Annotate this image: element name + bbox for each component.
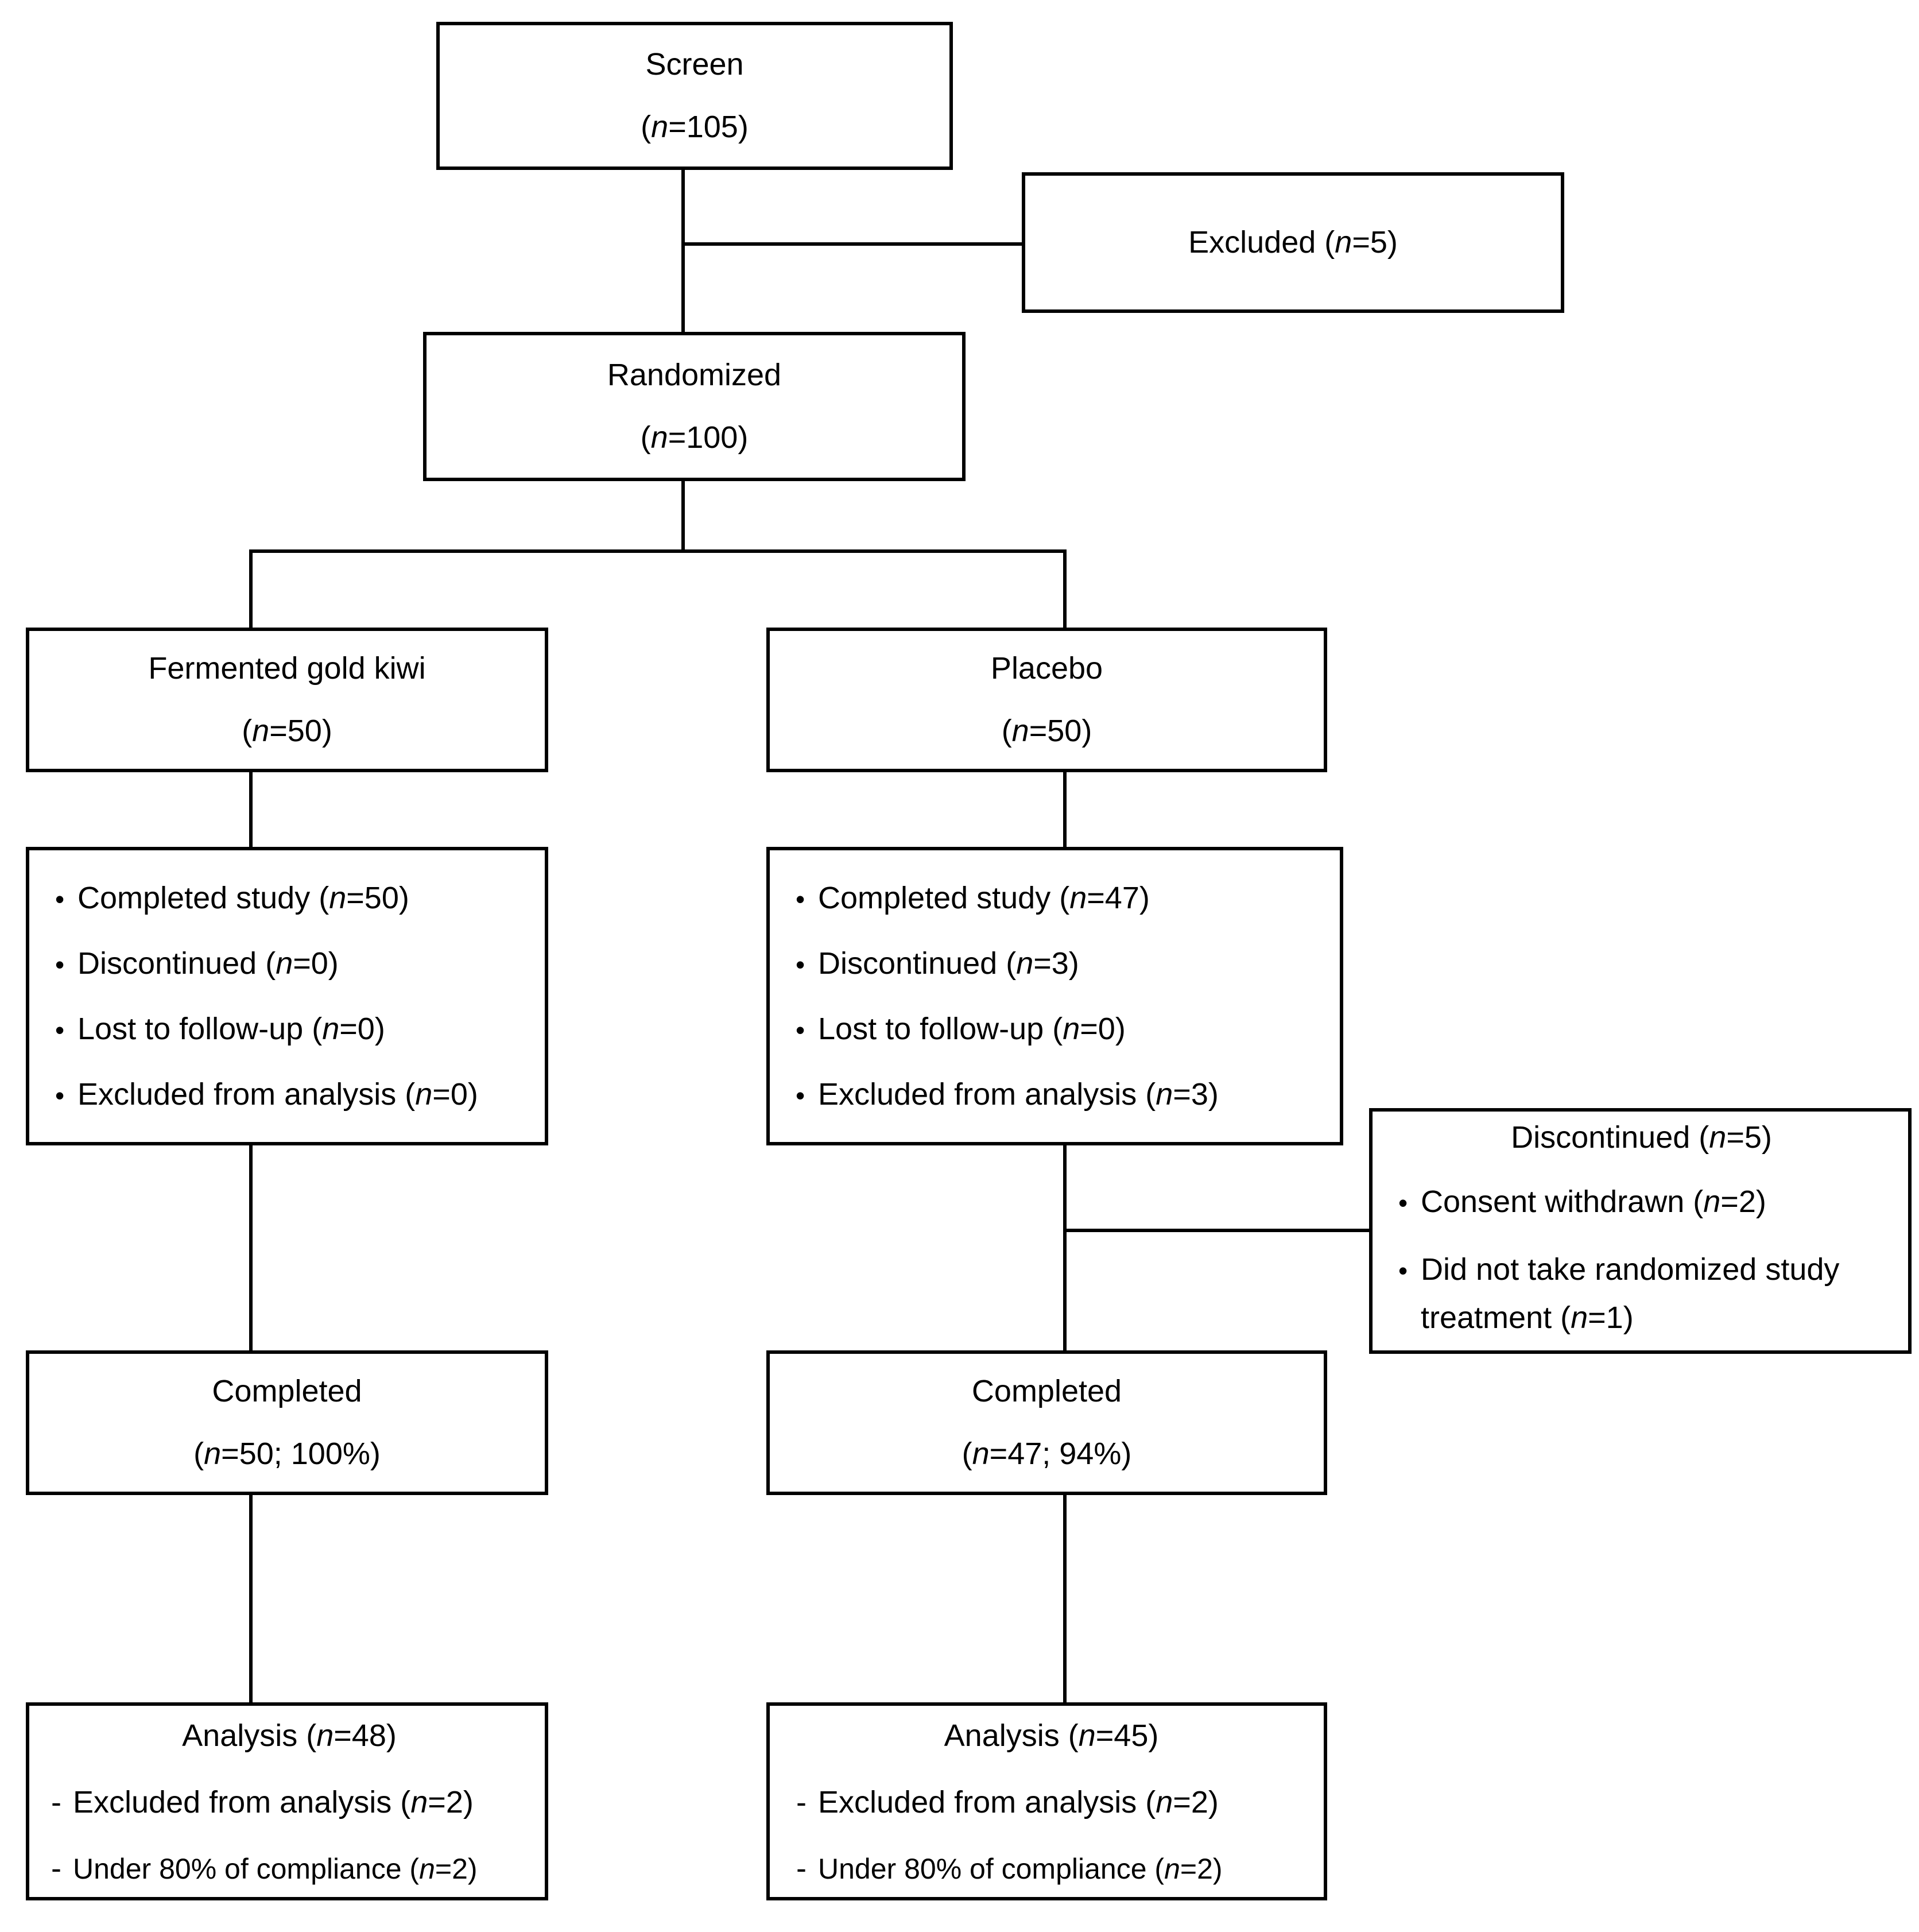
list-item-label: Excluded from analysis (n=0) [77,1077,478,1112]
list-item: • Completed study (n=50) [42,880,545,916]
list-item: • Excluded from analysis (n=3) [782,1077,1340,1112]
excluded-label: Excluded (n=5) [1188,225,1398,260]
bullet-icon: • [795,1081,805,1110]
arm-treatment-count: (n=50) [242,714,332,748]
discontinued-detail-list: • Consent withdrawn (n=2) • Did not take… [1385,1184,1898,1342]
randomized-title: Randomized [607,358,782,393]
connector-screen-to-randomized [681,170,685,333]
randomized-count: (n=100) [640,420,749,455]
list-item-label: Excluded from analysis (n=2) [73,1784,474,1819]
screen-count: (n=105) [641,110,749,144]
node-placebo-disposition: • Completed study (n=47) • Discontinued … [766,847,1343,1145]
arm-placebo-count: (n=50) [1001,714,1092,748]
list-item-label: Excluded from analysis (n=2) [818,1784,1219,1819]
list-item: - Under 80% of compliance (n=2) [40,1852,539,1885]
connector-split-to-treatment [249,549,253,629]
list-item: • Lost to follow-up (n=0) [42,1011,545,1047]
connector-treatment-disposition-to-completed [249,1145,253,1350]
list-item-label: Discontinued (n=0) [77,946,339,981]
placebo-completed-title: Completed [971,1374,1122,1409]
node-arm-treatment: Fermented gold kiwi (n=50) [26,628,548,772]
node-randomized: Randomized (n=100) [423,332,966,481]
connector-randomized-trunk [681,481,685,553]
list-item-label: Completed study (n=50) [77,881,409,915]
node-treatment-analysis: Analysis (n=48) - Excluded from analysis… [26,1702,548,1900]
connector-placebo-to-disposition [1063,772,1067,848]
list-item-label: Did not take randomized study treatment … [1421,1252,1840,1335]
discontinued-detail-title: Discontinued (n=5) [1511,1120,1772,1155]
list-item-label: Under 80% of compliance (n=2) [73,1852,478,1885]
connector-randomization-split [249,549,1067,553]
connector-placebo-completed-to-analysis [1063,1495,1067,1705]
list-item: - Excluded from analysis (n=2) [40,1784,539,1820]
list-item-label: Excluded from analysis (n=3) [818,1077,1219,1112]
list-item: • Did not take randomized study treatmen… [1385,1246,1898,1342]
node-placebo-analysis: Analysis (n=45) - Excluded from analysis… [766,1702,1327,1900]
list-item: • Completed study (n=47) [782,880,1340,916]
bullet-icon: • [55,950,65,979]
dash-icon: - [51,1850,61,1885]
list-item-label: Lost to follow-up (n=0) [818,1012,1126,1046]
bullet-icon: • [1398,1256,1408,1286]
list-item: • Excluded from analysis (n=0) [42,1077,545,1112]
bullet-icon: • [795,1015,805,1045]
node-arm-placebo: Placebo (n=50) [766,628,1327,772]
treatment-completed-title: Completed [212,1374,362,1409]
list-item: - Under 80% of compliance (n=2) [785,1852,1318,1885]
treatment-analysis-list: - Excluded from analysis (n=2) - Under 8… [40,1784,539,1885]
dash-icon: - [796,1784,807,1819]
bullet-icon: • [55,884,65,914]
screen-title: Screen [645,47,744,82]
placebo-analysis-title: Analysis (n=45) [944,1718,1159,1753]
node-treatment-disposition: • Completed study (n=50) • Discontinued … [26,847,548,1145]
placebo-analysis-list: - Excluded from analysis (n=2) - Under 8… [785,1784,1318,1885]
bullet-icon: • [795,950,805,979]
connector-treatment-to-disposition [249,772,253,848]
list-item-label: Lost to follow-up (n=0) [77,1012,385,1046]
node-placebo-completed: Completed (n=47; 94%) [766,1350,1327,1495]
connector-placebo-to-discontinued-detail [1063,1229,1372,1232]
bullet-icon: • [55,1081,65,1110]
connector-split-to-placebo [1063,549,1067,629]
arm-treatment-title: Fermented gold kiwi [148,651,426,686]
list-item-label: Discontinued (n=3) [818,946,1079,981]
treatment-analysis-title: Analysis (n=48) [182,1718,397,1753]
list-item: • Consent withdrawn (n=2) [1385,1184,1898,1219]
treatment-completed-count: (n=50; 100%) [193,1437,381,1471]
node-screen: Screen (n=105) [436,22,953,170]
node-discontinued-detail: Discontinued (n=5) • Consent withdrawn (… [1369,1108,1912,1354]
node-excluded: Excluded (n=5) [1022,172,1564,313]
list-item: - Excluded from analysis (n=2) [785,1784,1318,1820]
list-item: • Lost to follow-up (n=0) [782,1011,1340,1047]
list-item-label: Consent withdrawn (n=2) [1421,1184,1766,1219]
list-item-label: Under 80% of compliance (n=2) [818,1852,1223,1885]
list-item: • Discontinued (n=3) [782,946,1340,981]
connector-treatment-completed-to-analysis [249,1495,253,1705]
bullet-icon: • [1398,1188,1408,1218]
node-treatment-completed: Completed (n=50; 100%) [26,1350,548,1495]
dash-icon: - [796,1850,807,1885]
bullet-icon: • [55,1015,65,1045]
arm-placebo-title: Placebo [990,651,1103,686]
list-item-label: Completed study (n=47) [818,881,1150,915]
list-item: • Discontinued (n=0) [42,946,545,981]
connector-screen-to-excluded [681,242,1024,246]
dash-icon: - [51,1784,61,1819]
placebo-completed-count: (n=47; 94%) [962,1437,1132,1471]
bullet-icon: • [795,884,805,914]
connector-placebo-disposition-to-completed [1063,1145,1067,1350]
